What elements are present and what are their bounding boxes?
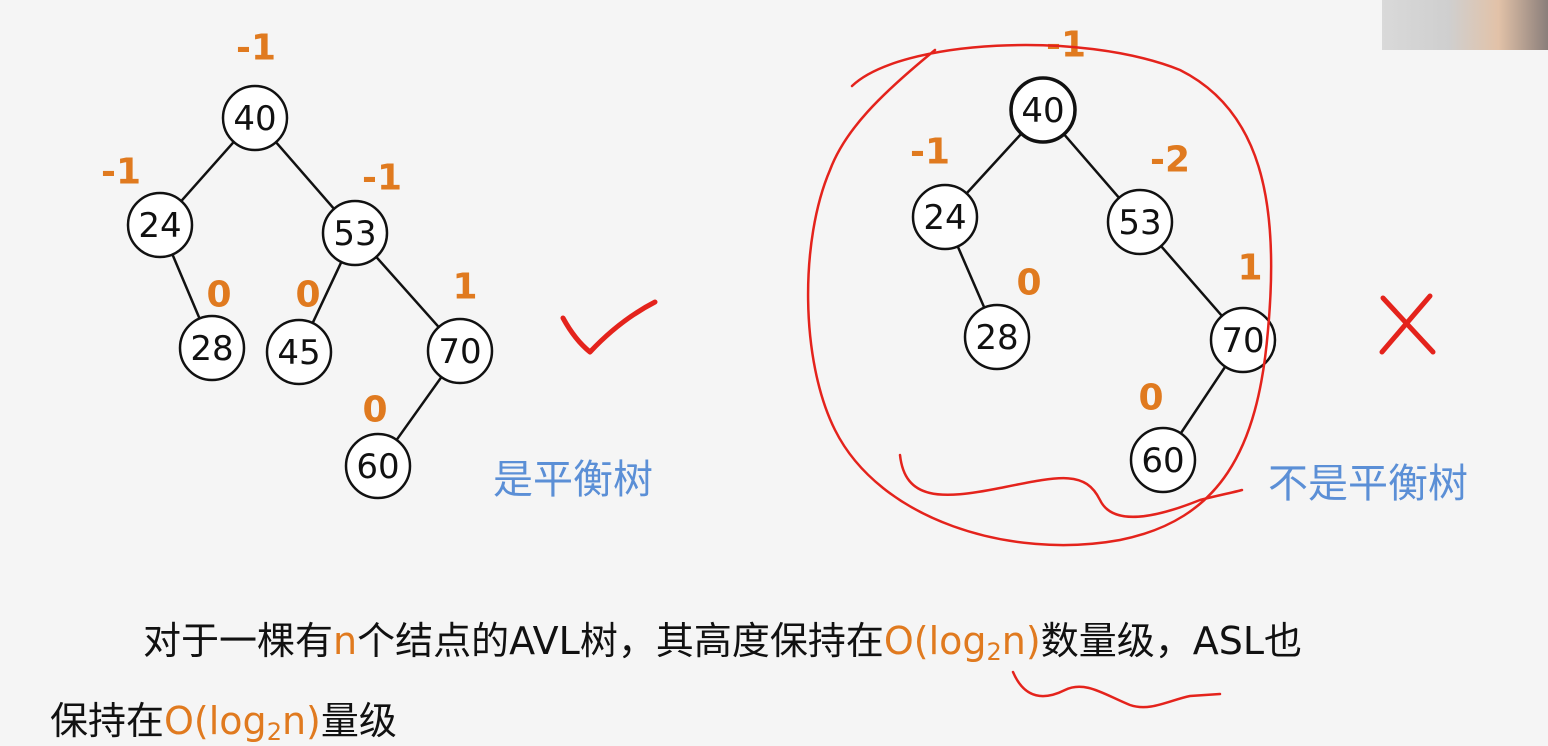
balance-factor-28: 0 [206, 275, 231, 316]
paragraph-line-2: 保持在O(log2n)量级 [50, 699, 397, 746]
edge-24-28 [956, 245, 986, 309]
check-mark-icon [560, 299, 658, 355]
node-circle [178, 314, 246, 382]
hand-drawn-underline-annotation [1011, 670, 1222, 709]
balance-factor-24: -1 [910, 132, 950, 173]
edge-40-24 [180, 141, 235, 202]
node-label: 28 [190, 329, 233, 369]
balanced-tree: 40 -1 24 -1 53 -1 28 0 45 0 70 1 60 0 [101, 28, 494, 500]
node-circle [126, 191, 194, 259]
node-circle [911, 183, 979, 251]
hand-drawn-squiggle-annotation [898, 453, 1244, 519]
tree-node-53: 53 [321, 199, 389, 267]
verdict-balanced: 是平衡树 [493, 457, 653, 503]
node-circle [321, 199, 389, 267]
node-label: 40 [1021, 91, 1064, 131]
tree-node-70: 70 [426, 317, 494, 385]
balance-factor-60: 0 [1138, 378, 1163, 419]
balance-factor-60: 0 [362, 390, 387, 431]
tree-node-40: 40 [221, 84, 289, 152]
node-label: 53 [333, 214, 376, 254]
node-circle [1129, 426, 1197, 494]
edge-24-28 [171, 253, 201, 320]
balance-factor-70: 1 [452, 267, 477, 308]
balance-factor-45: 0 [295, 275, 320, 316]
webcam-overlay [1382, 0, 1548, 50]
edge-53-45 [311, 261, 343, 324]
tree-node-45: 45 [265, 318, 333, 386]
node-circle [963, 303, 1031, 371]
tree-node-24: 24 [126, 191, 194, 259]
verdict-unbalanced: 不是平衡树 [1268, 461, 1468, 507]
node-label: 60 [356, 447, 399, 487]
edge-40-53 [1063, 133, 1120, 199]
tree-node-28: 28 [963, 303, 1031, 371]
balance-factor-70: 1 [1237, 248, 1262, 289]
node-label: 40 [233, 99, 276, 139]
node-label: 28 [975, 318, 1018, 358]
balance-factor-28: 0 [1016, 263, 1041, 304]
tree-node-70: 70 [1209, 306, 1277, 374]
node-circle [265, 318, 333, 386]
tree-node-60: 60 [344, 432, 412, 500]
node-label: 24 [923, 198, 966, 238]
tree-node-24: 24 [911, 183, 979, 251]
balance-factor-53: -2 [1150, 140, 1190, 181]
edge-53-70 [1160, 245, 1223, 317]
balance-factor-24: -1 [101, 152, 141, 193]
node-circle [1209, 306, 1277, 374]
cross-mark-icon [1379, 293, 1436, 355]
node-circle [221, 84, 289, 152]
edge-53-70 [375, 256, 440, 328]
edge-40-53 [275, 141, 335, 210]
node-circle [1106, 188, 1174, 256]
node-circle [344, 432, 412, 500]
tree-node-28: 28 [178, 314, 246, 382]
node-label: 45 [277, 333, 320, 373]
node-label: 53 [1118, 203, 1161, 243]
node-label: 60 [1141, 441, 1184, 481]
tree-node-53: 53 [1106, 188, 1174, 256]
node-label: 70 [438, 332, 481, 372]
edge-40-24 [965, 132, 1023, 195]
edge-70-60 [395, 376, 443, 441]
node-circle [1009, 76, 1077, 144]
node-label: 24 [138, 206, 181, 246]
tree-node-40: 40 [1009, 76, 1077, 144]
balance-factor-40: -1 [236, 28, 276, 69]
node-circle [426, 317, 494, 385]
paragraph-line-1: 对于一棵有n个结点的AVL树，其高度保持在O(log2n)数量级，ASL也 [143, 619, 1303, 666]
tree-node-60: 60 [1129, 426, 1197, 494]
hand-drawn-circle-annotation [806, 43, 1273, 547]
node-label: 70 [1221, 321, 1264, 361]
edge-70-60 [1179, 365, 1227, 435]
balance-factor-53: -1 [362, 158, 402, 199]
